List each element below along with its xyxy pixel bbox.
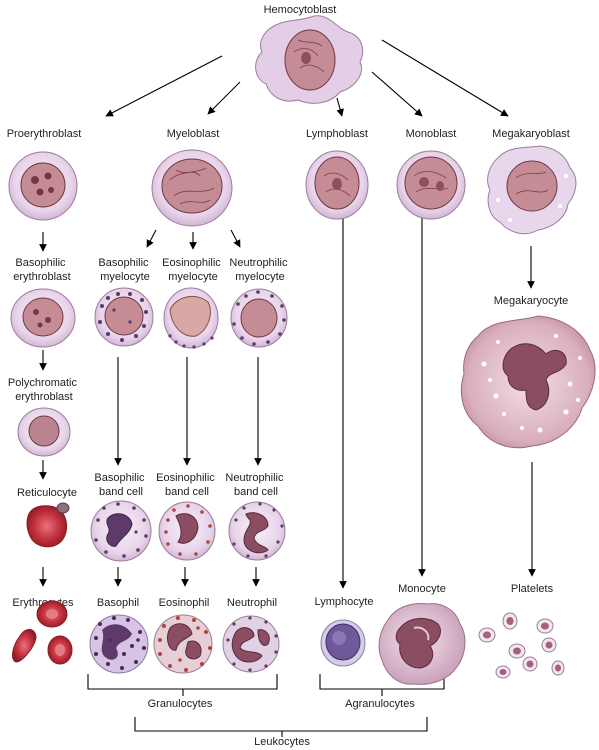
arrow-myelo-to-neutmyelocyte bbox=[230, 229, 241, 248]
label-neutrophilic-band: Neutrophilic band cell bbox=[225, 472, 286, 498]
cell-basophil bbox=[89, 614, 149, 674]
platelet bbox=[508, 643, 526, 659]
arrow-hemo-to-lymphoblast bbox=[336, 97, 344, 117]
arrow-hemo-to-proerythroblast bbox=[105, 55, 223, 117]
arrow-hemo-to-megakaryoblast bbox=[381, 39, 509, 117]
cell-eosinophilic-myelocyte bbox=[163, 287, 219, 349]
labels-layer: Hemocytoblast Proerythroblast Myeloblast… bbox=[7, 4, 570, 748]
platelet bbox=[502, 612, 518, 630]
label-lymphoblast: Lymphoblast bbox=[306, 128, 368, 140]
label-lymphocyte: Lymphocyte bbox=[315, 596, 374, 608]
label-hemocytoblast: Hemocytoblast bbox=[264, 4, 337, 16]
cell-basophilic-band bbox=[90, 500, 152, 562]
label-eosinophil: Eosinophil bbox=[159, 597, 210, 609]
cell-monoblast bbox=[396, 150, 466, 220]
cell-neutrophil bbox=[222, 615, 280, 673]
cell-myeloblast bbox=[151, 149, 233, 227]
arrow-hemo-to-myeloblast bbox=[207, 81, 241, 115]
label-reticulocyte: Reticulocyte bbox=[17, 487, 77, 499]
label-proerythroblast: Proerythroblast bbox=[7, 128, 82, 140]
cell-eosinophilic-band bbox=[158, 501, 216, 561]
cells-layer bbox=[8, 15, 596, 685]
label-basophil: Basophil bbox=[97, 597, 139, 609]
arrow-hemo-to-monoblast bbox=[371, 71, 423, 117]
cell-basophilic-myelocyte bbox=[94, 287, 154, 347]
label-monocyte: Monocyte bbox=[398, 583, 446, 595]
label-basophilic-erythroblast: Basophilic erythroblast bbox=[13, 257, 70, 283]
cell-neutrophilic-myelocyte bbox=[230, 288, 288, 348]
label-neutrophil: Neutrophil bbox=[227, 597, 277, 609]
label-platelets: Platelets bbox=[511, 583, 554, 595]
cell-lymphocyte bbox=[320, 619, 366, 667]
label-monoblast: Monoblast bbox=[406, 128, 457, 140]
cell-monocyte bbox=[378, 603, 466, 685]
label-granulocytes: Granulocytes bbox=[148, 698, 213, 710]
label-myeloblast: Myeloblast bbox=[167, 128, 220, 140]
arrow-myelo-to-basomyelocyte bbox=[146, 229, 157, 248]
label-basophilic-band: Basophilic band cell bbox=[94, 472, 147, 498]
cell-polychromatic-erythroblast bbox=[17, 407, 71, 457]
label-agranulocytes: Agranulocytes bbox=[345, 698, 415, 710]
label-leukocytes: Leukocytes bbox=[254, 736, 310, 748]
cell-megakaryocyte bbox=[460, 315, 596, 449]
label-megakaryoblast: Megakaryoblast bbox=[492, 128, 570, 140]
cell-lymphoblast bbox=[305, 150, 369, 220]
platelet bbox=[536, 618, 554, 634]
cell-eosinophil bbox=[153, 614, 213, 674]
label-polychromatic-erythroblast: Polychromatic erythroblast bbox=[8, 377, 80, 403]
label-megakaryocyte: Megakaryocyte bbox=[494, 295, 569, 307]
bracket-granulocytes bbox=[87, 674, 278, 690]
bracket-leukocytes bbox=[134, 717, 428, 732]
cell-erythrocytes bbox=[12, 600, 73, 665]
cell-proerythroblast bbox=[8, 151, 78, 221]
platelet bbox=[478, 627, 496, 643]
label-eosinophilic-band: Eosinophilic band cell bbox=[156, 472, 218, 498]
cell-basophilic-erythroblast bbox=[10, 288, 76, 348]
cell-platelets bbox=[478, 612, 565, 679]
arrows-layer bbox=[39, 39, 536, 589]
platelet bbox=[522, 656, 538, 672]
label-neutrophilic-myelocyte: Neutrophilic myelocyte bbox=[229, 257, 290, 283]
cell-hemocytoblast bbox=[255, 15, 364, 104]
cell-reticulocyte bbox=[26, 502, 70, 548]
brackets-layer bbox=[87, 674, 445, 737]
cell-megakaryoblast bbox=[487, 145, 577, 235]
platelet bbox=[495, 665, 511, 679]
cell-neutrophilic-band bbox=[228, 501, 286, 561]
label-eosinophilic-myelocyte: Eosinophilic myelocyte bbox=[162, 257, 224, 283]
label-basophilic-myelocyte: Basophilic myelocyte bbox=[98, 257, 151, 283]
platelet bbox=[541, 637, 557, 653]
platelet bbox=[551, 660, 565, 676]
